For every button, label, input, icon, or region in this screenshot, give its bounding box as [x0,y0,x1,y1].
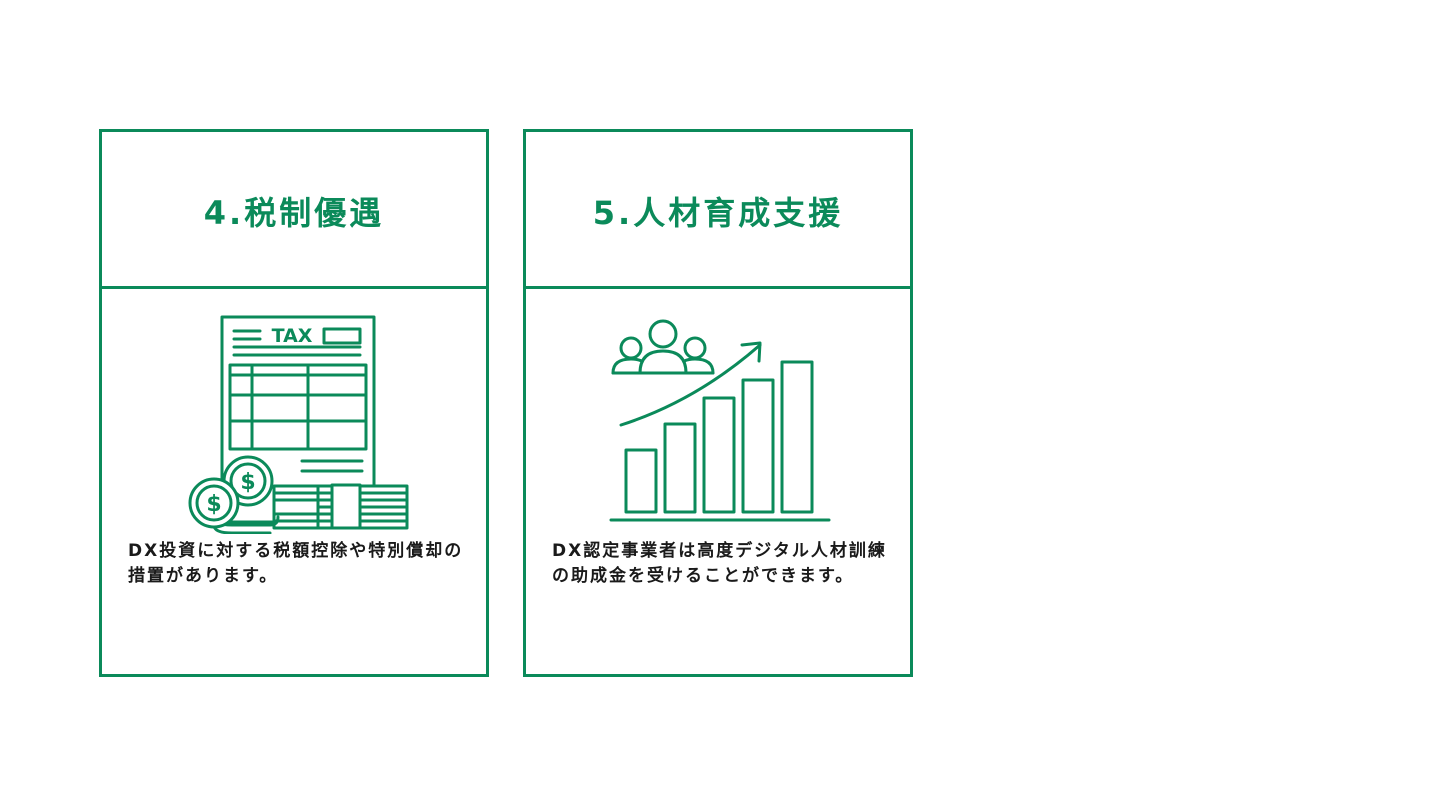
card-description: DX認定事業者は高度デジタル人材訓練の助成金を受けることができます。 [552,541,887,586]
card-body: DX認定事業者は高度デジタル人材訓練の助成金を受けることができます。 [526,289,910,674]
people-growth-bar-chart-icon [609,319,831,522]
card-title: 5.人材育成支援 [592,194,844,232]
card-tax-incentive: 4.税制優遇 TAX [99,129,489,677]
card-header: 4.税制優遇 [102,132,486,289]
svg-text:$: $ [240,470,255,495]
card-talent-development: 5.人材育成支援 DX認定事業者は高度デジタル人材訓練の助成金を受けることができ… [523,129,913,677]
svg-text:$: $ [206,492,221,517]
card-header: 5.人材育成支援 [526,132,910,289]
tax-document-with-coins-icon: TAX $ [188,315,409,534]
tax-label: TAX [272,325,313,347]
card-title: 4.税制優遇 [203,194,385,232]
card-description: DX投資に対する税額控除や特別償却の措置があります。 [128,541,464,586]
card-body: TAX $ [102,289,486,674]
